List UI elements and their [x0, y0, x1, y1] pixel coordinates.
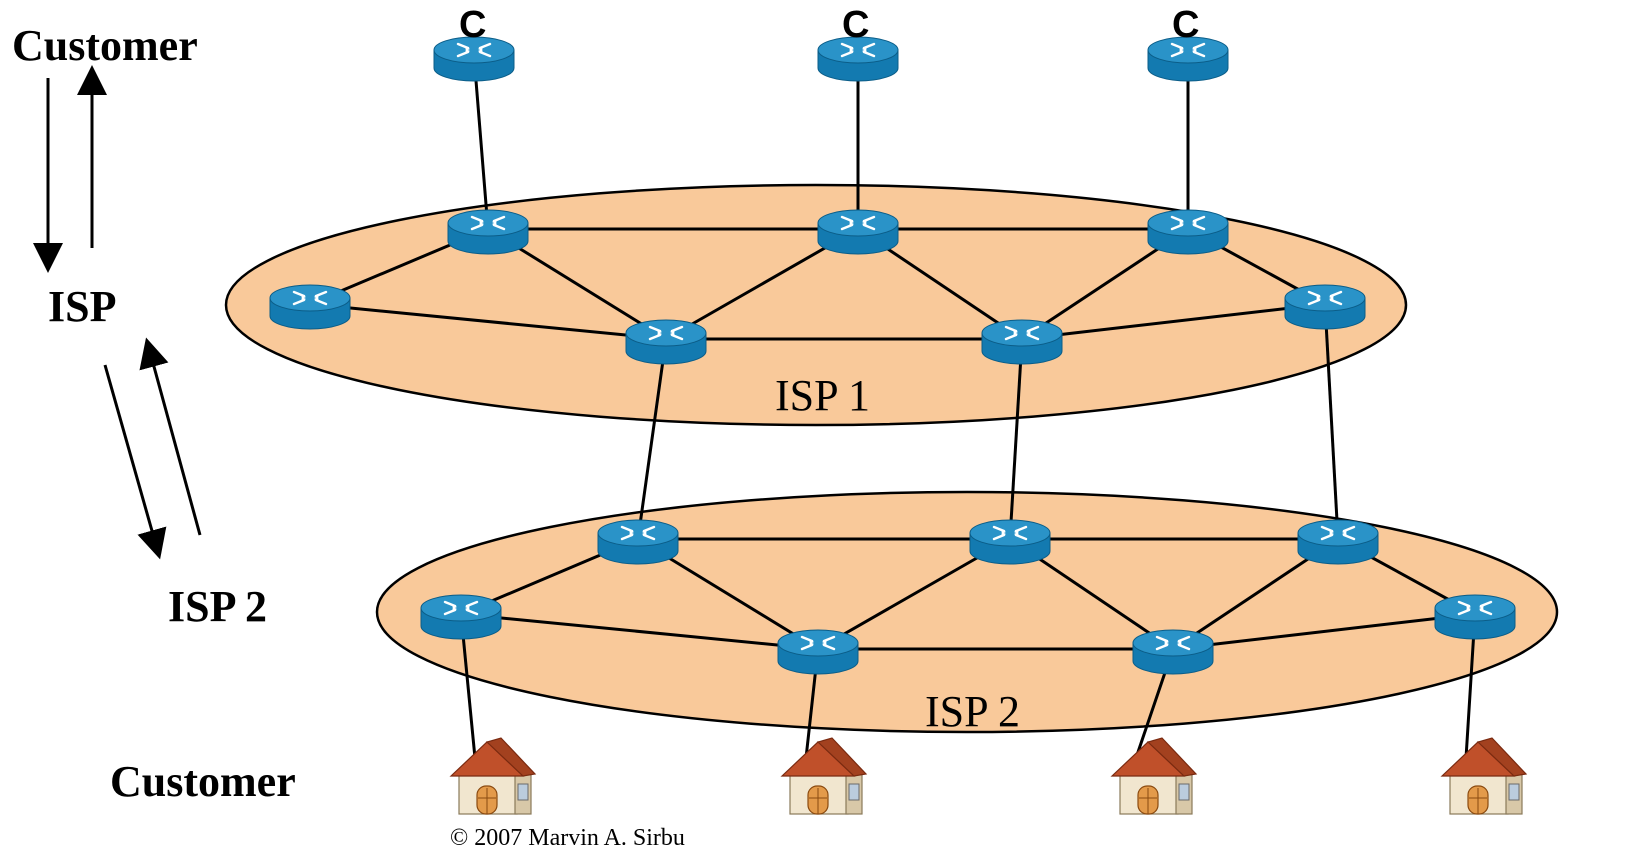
router-icon [624, 318, 708, 366]
router-icon [1296, 518, 1380, 566]
isp2-cloud-label: ISP 2 [925, 687, 1020, 736]
router-icon [1283, 283, 1367, 331]
copyright-text: © 2007 Marvin A. Sirbu [450, 825, 685, 851]
isp1-cloud-label: ISP 1 [775, 371, 870, 420]
arrow-icon [103, 364, 167, 560]
house-icon [450, 737, 536, 815]
router-icon [1146, 208, 1230, 256]
house-icon [781, 737, 867, 815]
isp2-side-label: ISP 2 [168, 582, 268, 631]
link-a6-b2 [1008, 338, 1024, 540]
router-icon [776, 628, 860, 676]
house-icon [1111, 737, 1197, 815]
flow-arrows [33, 65, 202, 560]
router-icon [596, 518, 680, 566]
arrow-icon [139, 337, 202, 536]
house-icon [1441, 737, 1527, 815]
router-c-label-2: C [842, 4, 870, 46]
customer-houses [450, 737, 1527, 815]
link-b6-b7 [1172, 612, 1476, 651]
link-a4-a5 [309, 302, 667, 341]
link-a6-a7 [1021, 302, 1326, 341]
customer-top-label: Customer [12, 21, 198, 70]
isp-label: ISP [48, 282, 117, 331]
router-icon [1131, 628, 1215, 676]
link-a7-b3 [1323, 303, 1340, 540]
link-b4-b5 [460, 612, 819, 651]
router-icon [968, 518, 1052, 566]
router-icon [446, 208, 530, 256]
router-icon [816, 208, 900, 256]
router-c-label-1: C [459, 4, 487, 46]
link-a5-b1 [636, 338, 668, 540]
customer-bottom-label: Customer [110, 757, 296, 806]
router-c-label-3: C [1172, 4, 1200, 46]
router-icon [419, 593, 503, 641]
router-icon [268, 283, 352, 331]
link-c1-a1 [472, 55, 490, 230]
router-icon [980, 318, 1064, 366]
router-icon [1433, 593, 1517, 641]
